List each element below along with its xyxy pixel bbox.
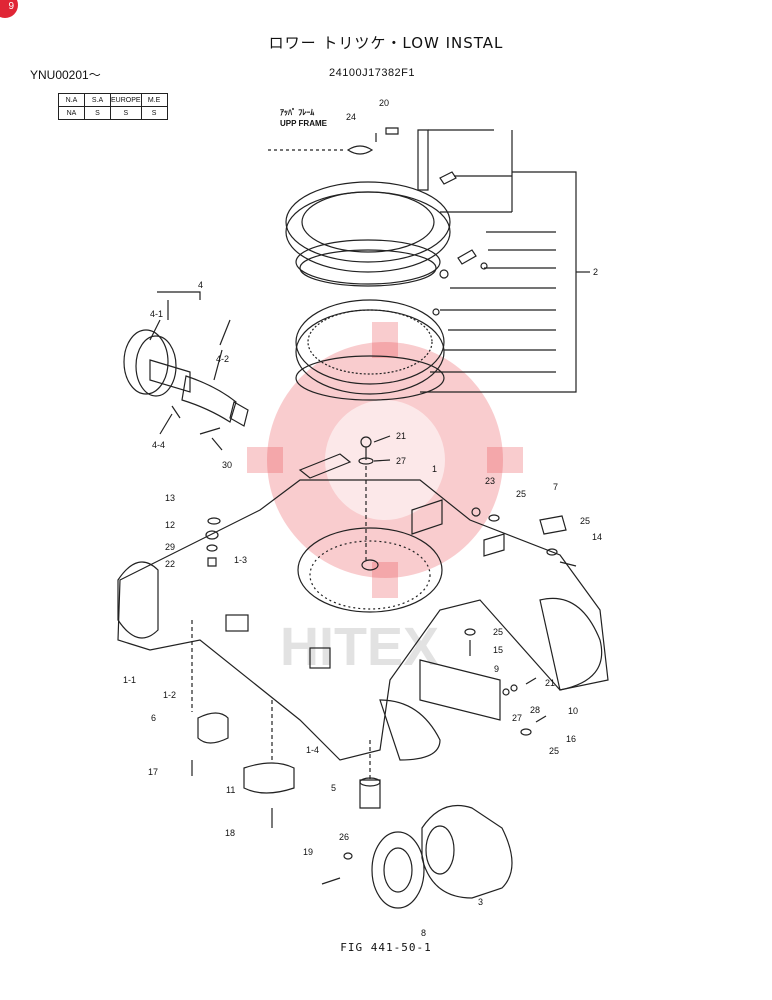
callout-13: 13 bbox=[165, 493, 175, 503]
part-2-leader-lines bbox=[420, 129, 590, 393]
region-spec-table: N.A S.A EUROPE M.E NA S S S bbox=[58, 93, 168, 120]
callout-16: 16 bbox=[566, 734, 576, 744]
travel-motor-and-sprocket bbox=[191, 620, 513, 909]
callout-4-4: 4-4 bbox=[152, 440, 165, 450]
callout-19: 19 bbox=[303, 847, 313, 857]
callout-25-a: 25 bbox=[516, 489, 526, 499]
upp-frame-label: UPP FRAME bbox=[280, 119, 328, 128]
callout-10: 10 bbox=[568, 706, 578, 716]
callout-21-top: 21 bbox=[396, 431, 406, 441]
callout-14: 14 bbox=[592, 532, 602, 542]
callout-7: 7 bbox=[553, 482, 558, 492]
swing-bearing-assembly bbox=[285, 129, 488, 401]
spec-value-sa: S bbox=[84, 106, 111, 120]
callout-27-top: 27 bbox=[396, 456, 406, 466]
callout-28: 28 bbox=[530, 705, 540, 715]
upp-frame-kana: ｱｯﾊﾟ ﾌﾚｰﾑ bbox=[280, 107, 314, 117]
bolts-and-washers bbox=[205, 507, 577, 736]
callout-6: 6 bbox=[151, 713, 156, 723]
center-joint-parts bbox=[358, 435, 391, 560]
callout-9: 9 bbox=[494, 664, 499, 674]
callout-29: 29 bbox=[165, 542, 175, 552]
idler-assembly bbox=[123, 291, 249, 451]
callout-21-right: 21 bbox=[545, 678, 555, 688]
figure-label: FIG 441-50-1 bbox=[340, 941, 432, 954]
callout-25-d: 25 bbox=[549, 746, 559, 756]
model-serial: YNU00201～ bbox=[30, 68, 101, 82]
upp-frame-marker bbox=[268, 127, 399, 155]
callout-4: 4 bbox=[198, 280, 203, 290]
callout-11: 11 bbox=[226, 785, 235, 795]
callout-12: 12 bbox=[165, 520, 175, 530]
callout-26: 26 bbox=[339, 832, 349, 842]
callout-1-2: 1-2 bbox=[163, 690, 176, 700]
spec-value-me: S bbox=[140, 106, 168, 120]
callout-20: 20 bbox=[379, 98, 389, 108]
callout-4-2: 4-2 bbox=[216, 354, 229, 364]
callout-5: 5 bbox=[331, 783, 336, 793]
part-number: 24100J17382F1 bbox=[329, 67, 416, 79]
callout-4-1: 4-1 bbox=[150, 309, 163, 319]
callout-1-4: 1-4 bbox=[306, 745, 319, 755]
spec-value-row: NA S S S bbox=[58, 106, 168, 120]
callout-30: 30 bbox=[222, 460, 232, 470]
callout-15: 15 bbox=[493, 645, 503, 655]
callout-25-b: 25 bbox=[580, 516, 590, 526]
callout-23: 23 bbox=[485, 476, 495, 486]
callout-25-c: 25 bbox=[493, 627, 503, 637]
callout-8: 8 bbox=[421, 928, 426, 938]
watermark-text: HITEX bbox=[280, 617, 439, 677]
callout-3: 3 bbox=[478, 897, 483, 907]
callout-17: 17 bbox=[148, 767, 158, 777]
callout-27-right: 27 bbox=[512, 713, 522, 723]
page-title: ロワー トリツケ・LOW INSTAL bbox=[268, 34, 504, 52]
callout-18: 18 bbox=[225, 828, 235, 838]
callout-1-1: 1-1 bbox=[123, 675, 136, 685]
callout-1-3: 1-3 bbox=[234, 555, 247, 565]
callout-22: 22 bbox=[165, 559, 175, 569]
page-badge: 9 bbox=[0, 0, 18, 18]
spec-value-na: NA bbox=[58, 106, 85, 120]
callout-1: 1 bbox=[432, 464, 437, 474]
callout-labels: 20 24 2 4 4-1 4-2 4-4 30 21 27 1 23 25 7… bbox=[123, 98, 602, 938]
callout-24: 24 bbox=[346, 112, 356, 122]
callout-2: 2 bbox=[593, 267, 598, 277]
lower-frame bbox=[117, 453, 609, 761]
